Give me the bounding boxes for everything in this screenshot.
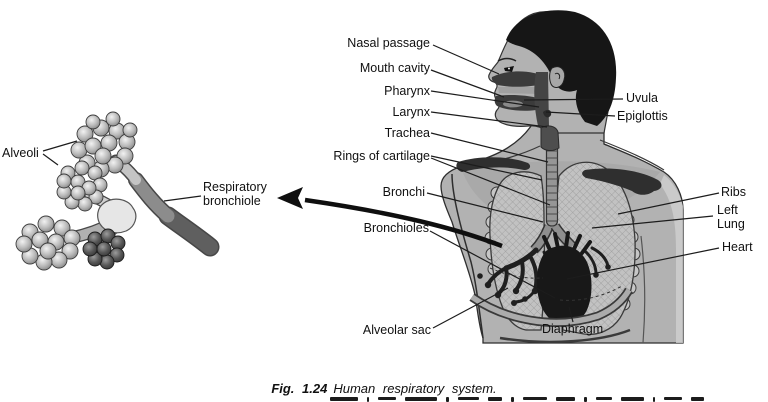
label-alveoli: Alveoli	[2, 146, 39, 160]
cut-off-text-line	[330, 397, 704, 402]
heart-shape	[536, 231, 592, 325]
figure-caption: Fig. 1.24 Human respiratory system.	[0, 381, 768, 396]
label-bronchi: Bronchi	[382, 185, 425, 199]
label-pharynx: Pharynx	[384, 84, 430, 98]
label-alveolar-sac: Alveolar sac	[362, 323, 431, 337]
caption-number: Fig. 1.24	[271, 381, 328, 396]
diaphragm-band	[469, 267, 633, 344]
alveoli-cluster-middle	[56, 160, 108, 212]
label-nasal-passage: Nasal passage	[347, 36, 430, 50]
magnify-arrow	[277, 187, 503, 249]
leader-lines	[42, 44, 720, 329]
label-trachea: Trachea	[384, 126, 430, 140]
torso-illustration	[440, 117, 684, 344]
label-diaphragm: Diaphragm	[542, 322, 604, 336]
alveoli-inset-illustration	[15, 111, 220, 271]
label-ribs: Ribs	[721, 185, 747, 199]
label-uvula: Uvula	[626, 91, 658, 105]
label-epiglottis: Epiglottis	[617, 109, 668, 123]
alveoli-cluster-dark	[82, 228, 126, 270]
label-respiratory-bronchiole: Respiratory bronchiole	[203, 180, 267, 208]
label-bronchioles: Bronchioles	[363, 221, 429, 235]
caption-title: Human respiratory system.	[333, 381, 497, 396]
label-heart: Heart	[722, 240, 753, 254]
clavicles	[456, 157, 662, 195]
label-larynx: Larynx	[392, 105, 430, 119]
ear	[549, 66, 566, 88]
alveoli-cluster-top	[70, 111, 138, 178]
alveoli-cluster-bottom	[15, 215, 81, 271]
label-left-lung: Left Lung	[717, 203, 745, 231]
label-mouth-cavity: Mouth cavity	[359, 61, 430, 75]
label-rings-of-cartilage: Rings of cartilage	[333, 149, 430, 163]
head-illustration	[488, 10, 617, 151]
